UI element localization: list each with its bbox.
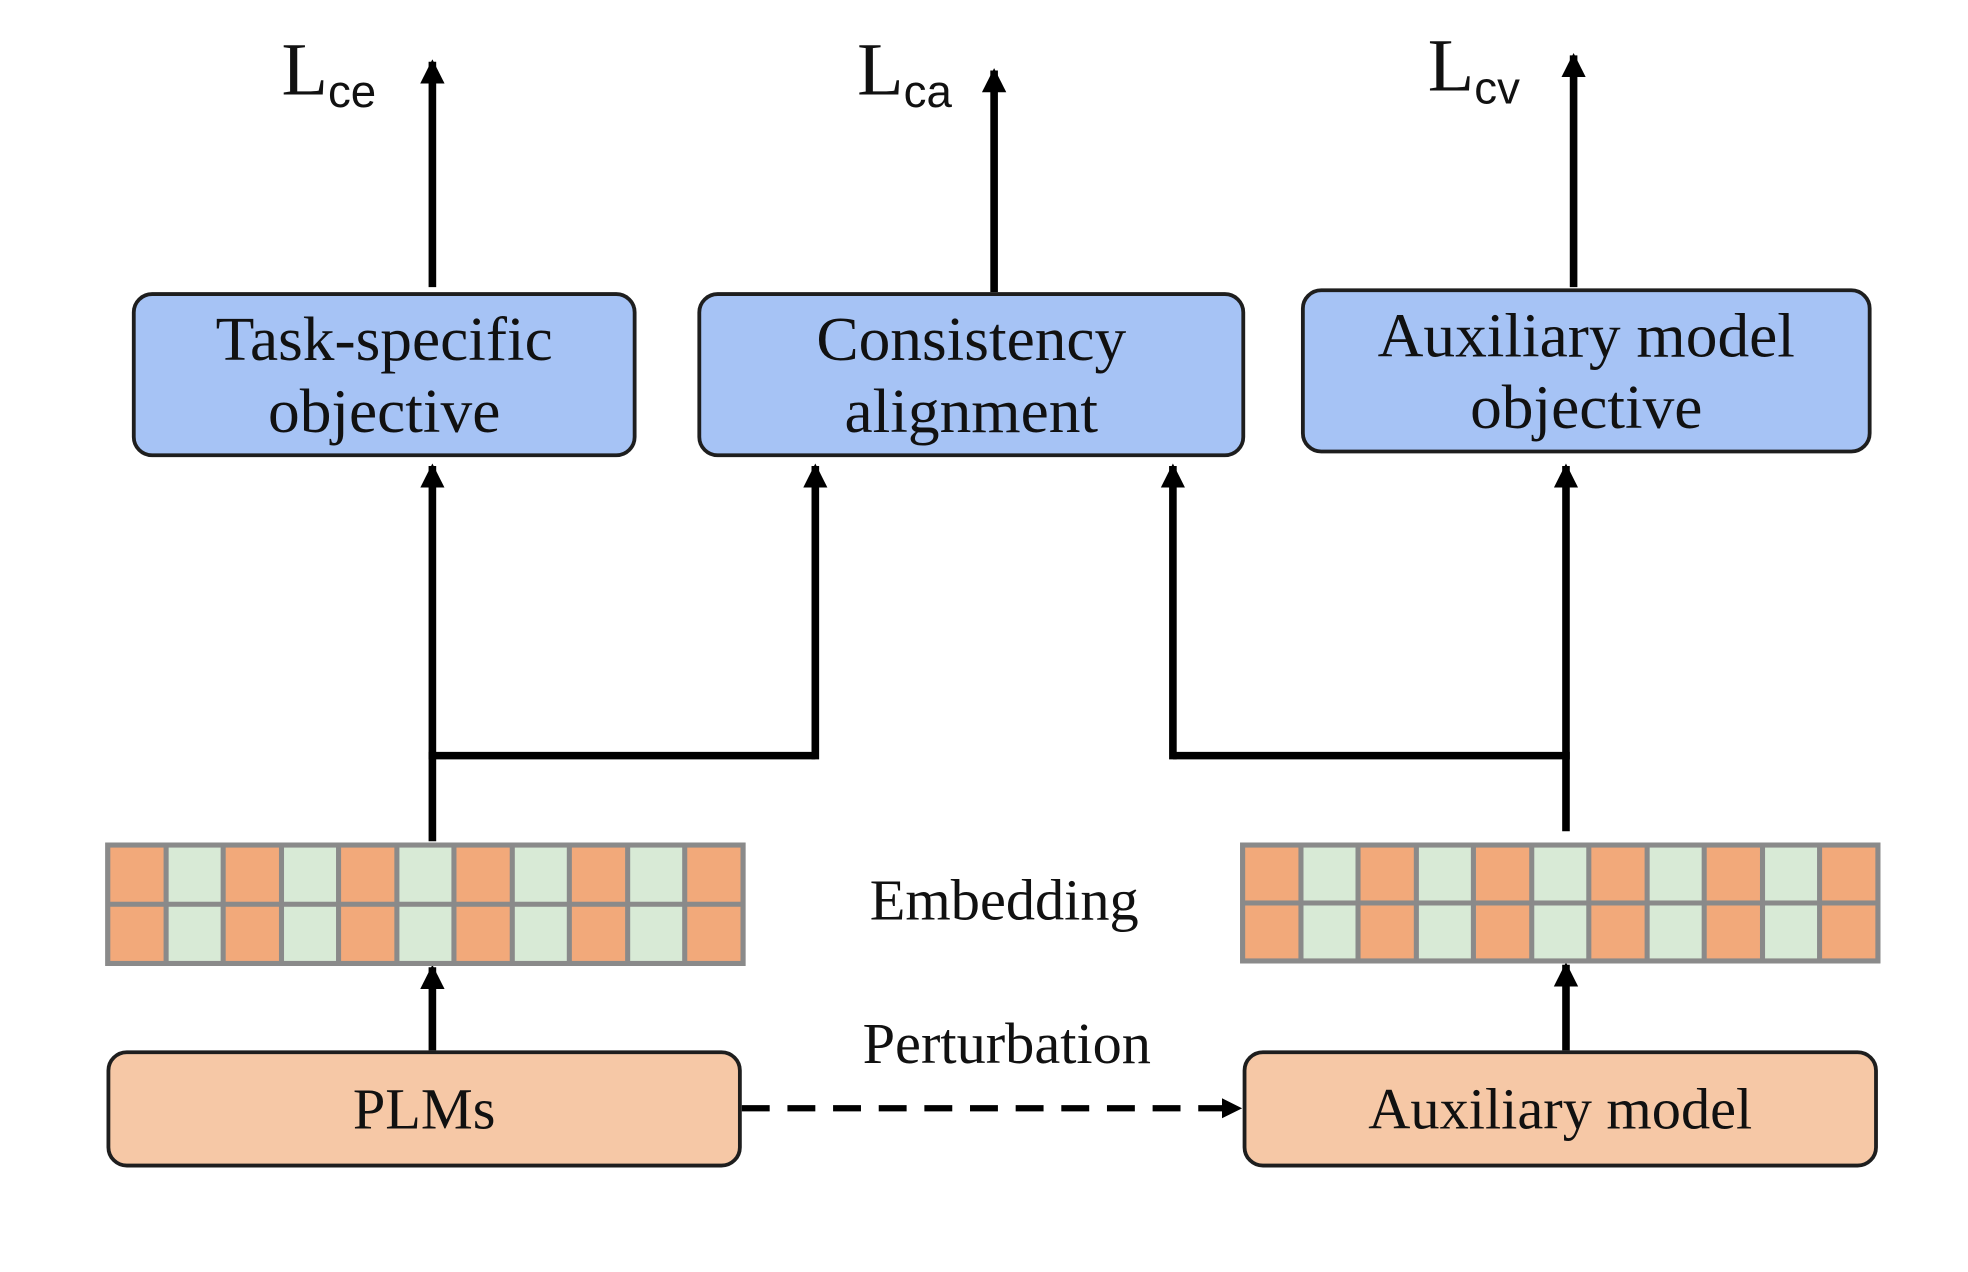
embedding-cell	[283, 906, 337, 961]
embedding-cell	[110, 847, 163, 902]
embedding-cell	[572, 847, 626, 902]
embedding-cell	[1418, 847, 1472, 901]
right-embedding-grid	[1240, 842, 1881, 964]
auxiliary-model-objective-box: Auxiliary model objective	[1300, 288, 1872, 454]
embedding-cell	[456, 847, 510, 902]
embedding-cell	[399, 847, 452, 902]
left-embedding-grid	[105, 842, 746, 966]
embedding-label: Embedding	[869, 867, 1139, 932]
embedding-cell	[168, 847, 221, 902]
embedding-cell	[1245, 847, 1298, 901]
embedding-cell	[572, 906, 626, 961]
embedding-cell	[1764, 847, 1818, 901]
embedding-cell	[1533, 847, 1587, 901]
loss-ca-label: Lca	[857, 27, 952, 118]
connector-left-branch	[428, 751, 816, 842]
embedding-cell	[1649, 905, 1703, 959]
embedding-cell	[1418, 905, 1472, 959]
consistency-line1: Consistency	[816, 302, 1127, 374]
embedding-cell	[225, 906, 279, 961]
embedding-cell	[1360, 905, 1414, 959]
embedding-cell	[1591, 905, 1645, 959]
embedding-cell	[1533, 905, 1587, 959]
embedding-cell	[514, 906, 568, 961]
auxiliary-model-label: Auxiliary model	[1368, 1076, 1753, 1142]
task-objective-line2: objective	[268, 374, 501, 446]
plms-box: PLMs	[106, 1050, 742, 1168]
embedding-cell	[1707, 847, 1760, 901]
perturbation-label: Perturbation	[862, 1011, 1151, 1076]
embedding-cell	[630, 906, 683, 961]
auxiliary-model-box: Auxiliary model	[1242, 1050, 1878, 1168]
embedding-cell	[1822, 847, 1876, 901]
embedding-cell	[630, 847, 683, 902]
embedding-cell	[1302, 905, 1356, 959]
embedding-cell	[225, 847, 279, 902]
consistency-alignment-box: Consistency alignment	[697, 292, 1246, 458]
task-specific-objective-box: Task-specific objective	[131, 292, 637, 458]
embedding-cell	[110, 906, 163, 961]
loss-ce-label: Lce	[281, 27, 377, 118]
auxiliary-objective-line2: objective	[1470, 370, 1703, 442]
embedding-cell	[341, 906, 394, 961]
consistency-line2: alignment	[844, 374, 1099, 446]
loss-cv-label: Lcv	[1427, 23, 1520, 114]
auxiliary-objective-line1: Auxiliary model	[1377, 299, 1795, 370]
embedding-cell	[1707, 905, 1760, 959]
plms-label: PLMs	[352, 1076, 496, 1142]
embedding-cell	[1302, 847, 1356, 901]
embedding-cell	[1476, 905, 1529, 959]
embedding-cell	[1591, 847, 1645, 901]
embedding-cell	[514, 847, 568, 902]
embedding-cell	[1245, 905, 1298, 959]
embedding-cell	[341, 847, 394, 902]
embedding-cell	[1764, 905, 1818, 959]
embedding-cell	[687, 906, 741, 961]
embedding-cell	[1649, 847, 1703, 901]
embedding-cell	[1476, 847, 1529, 901]
embedding-cell	[1822, 905, 1876, 959]
embedding-cell	[687, 847, 741, 902]
embedding-cell	[456, 906, 510, 961]
embedding-cell	[283, 847, 337, 902]
task-objective-line1: Task-specific	[215, 302, 553, 374]
connector-right-branch	[1172, 751, 1570, 832]
embedding-cell	[168, 906, 221, 961]
embedding-cell	[399, 906, 452, 961]
embedding-cell	[1360, 847, 1414, 901]
